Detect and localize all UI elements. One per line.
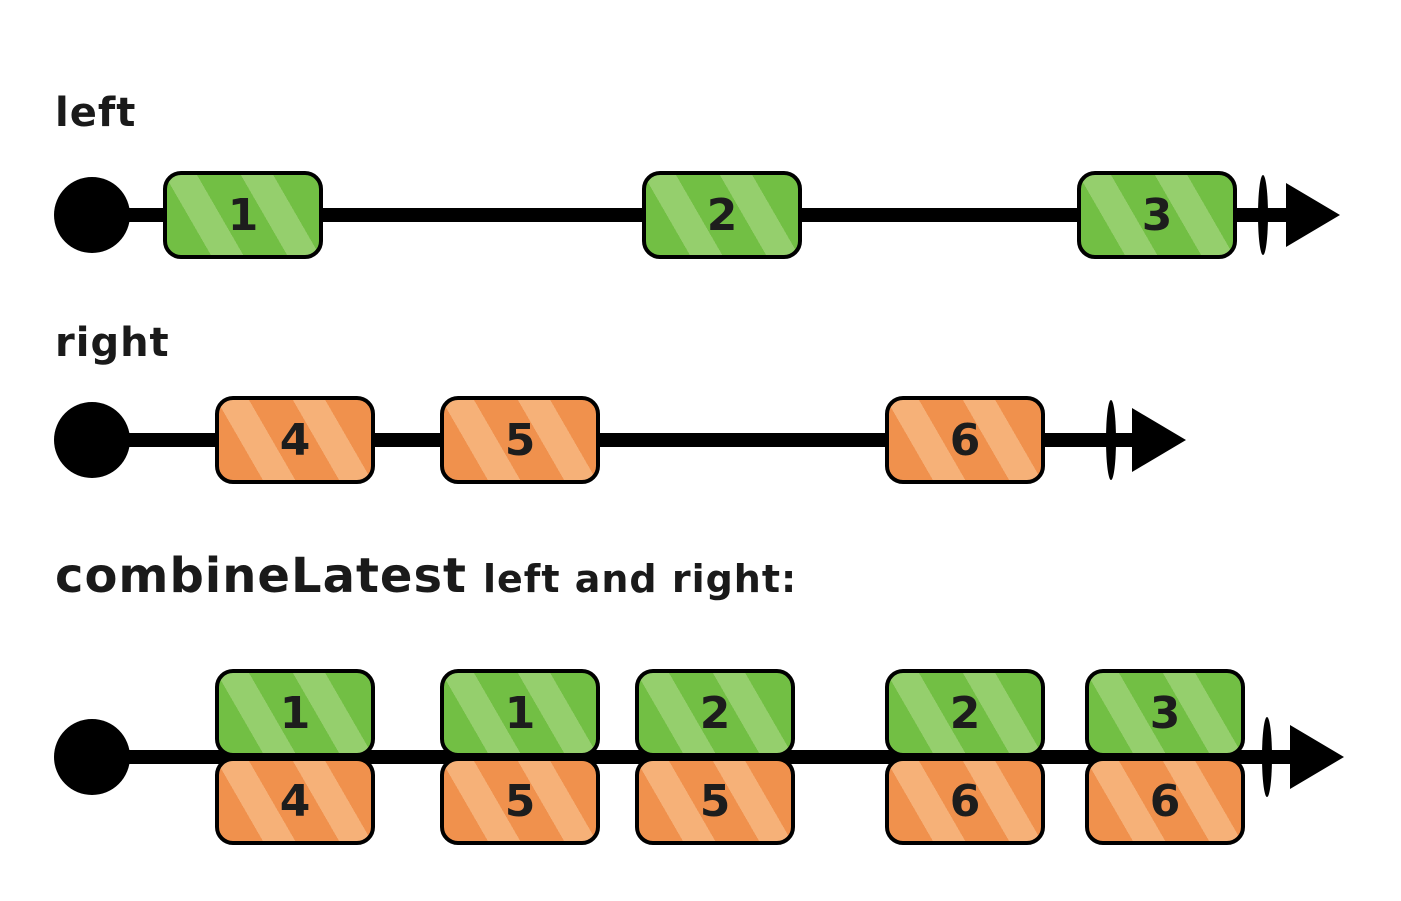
combined-completion-tick — [1262, 717, 1272, 797]
marble: 1 — [163, 171, 323, 259]
marble-value: 5 — [504, 775, 536, 827]
marble: 5 — [440, 757, 600, 845]
marble: 6 — [885, 396, 1045, 484]
marble-value: 5 — [504, 414, 536, 466]
marble-value: 5 — [699, 775, 731, 827]
right-arrowhead-icon — [1132, 408, 1186, 472]
left-arrowhead-icon — [1286, 183, 1340, 247]
marble-value: 4 — [279, 414, 311, 466]
marble: 3 — [1077, 171, 1237, 259]
marble-value: 2 — [699, 687, 731, 739]
marble: 5 — [635, 757, 795, 845]
marble-value: 3 — [1149, 687, 1181, 739]
marble: 2 — [885, 669, 1045, 757]
marble: 6 — [885, 757, 1045, 845]
marble-value: 3 — [1141, 189, 1173, 241]
title-rest: left and right: — [482, 557, 798, 601]
marble-value: 2 — [706, 189, 738, 241]
marble-value: 4 — [279, 775, 311, 827]
marble: 2 — [635, 669, 795, 757]
marble: 4 — [215, 396, 375, 484]
right-completion-tick — [1106, 400, 1116, 480]
marble-value: 6 — [1149, 775, 1181, 827]
marble: 1 — [215, 669, 375, 757]
left-stream-label: left — [55, 90, 137, 136]
combined-origin-dot — [54, 719, 130, 795]
right-stream-label: right — [55, 320, 170, 366]
marble: 6 — [1085, 757, 1245, 845]
operator-name: combineLatest — [55, 548, 467, 604]
marble-value: 1 — [227, 189, 259, 241]
marble: 1 — [440, 669, 600, 757]
right-origin-dot — [54, 402, 130, 478]
marble: 3 — [1085, 669, 1245, 757]
marble: 2 — [642, 171, 802, 259]
marble-value: 1 — [504, 687, 536, 739]
combined-arrowhead-icon — [1290, 725, 1344, 789]
left-origin-dot — [54, 177, 130, 253]
diagram-title: combineLatest left and right: — [55, 548, 797, 604]
left-completion-tick — [1258, 175, 1268, 255]
marble-value: 6 — [949, 775, 981, 827]
marble-value: 2 — [949, 687, 981, 739]
marble: 4 — [215, 757, 375, 845]
marble-value: 6 — [949, 414, 981, 466]
marble: 5 — [440, 396, 600, 484]
marble-value: 1 — [279, 687, 311, 739]
